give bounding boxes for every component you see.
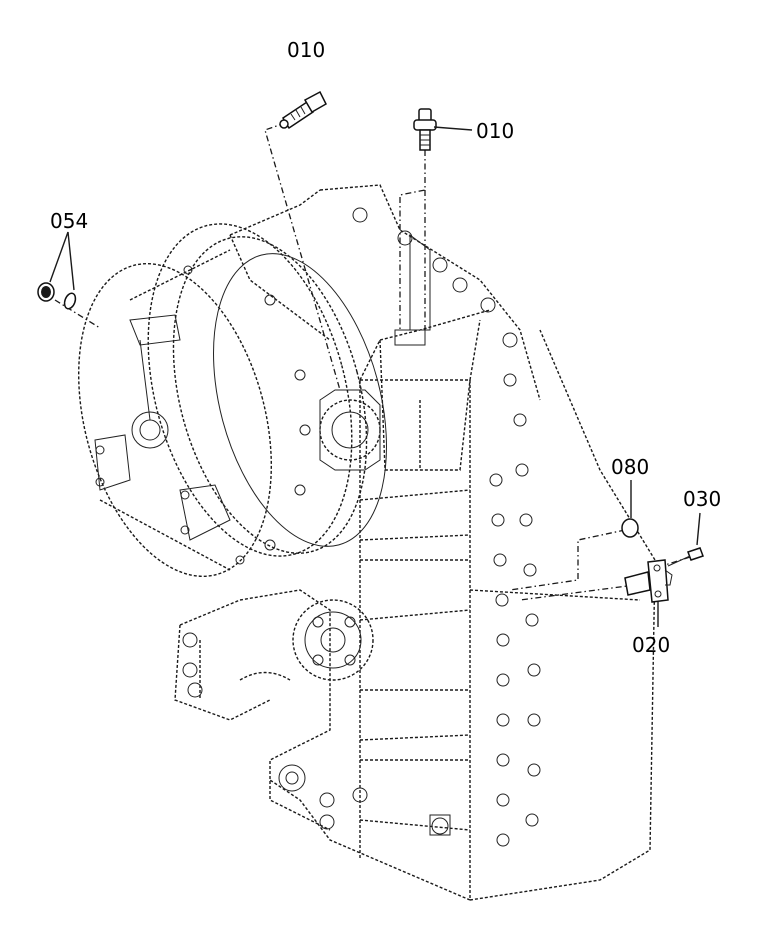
plug-part-054	[37, 282, 77, 310]
sensor-part-010-right	[413, 108, 437, 151]
callout-080: 080	[611, 455, 649, 479]
bell-housing	[78, 223, 387, 577]
bracket-part-020	[624, 559, 673, 603]
screw-part-030	[667, 547, 704, 567]
leader-054-b	[67, 231, 75, 291]
callout-054: 054	[50, 209, 88, 233]
drive-gear	[319, 389, 381, 471]
pump-gear	[292, 599, 374, 681]
callout-010-top: 010	[287, 38, 325, 62]
transmission-housing	[174, 184, 656, 901]
sensor-part-010-top	[279, 90, 327, 130]
callout-030: 030	[683, 487, 721, 511]
leader-054-a	[49, 231, 69, 283]
housing-bolt-column	[489, 373, 541, 847]
leader-030	[696, 512, 701, 546]
callout-020: 020	[632, 633, 670, 657]
leader-010-right	[433, 126, 473, 131]
leader-lines	[54, 122, 691, 601]
ring-part-080	[621, 518, 639, 538]
callout-010-right: 010	[476, 119, 514, 143]
